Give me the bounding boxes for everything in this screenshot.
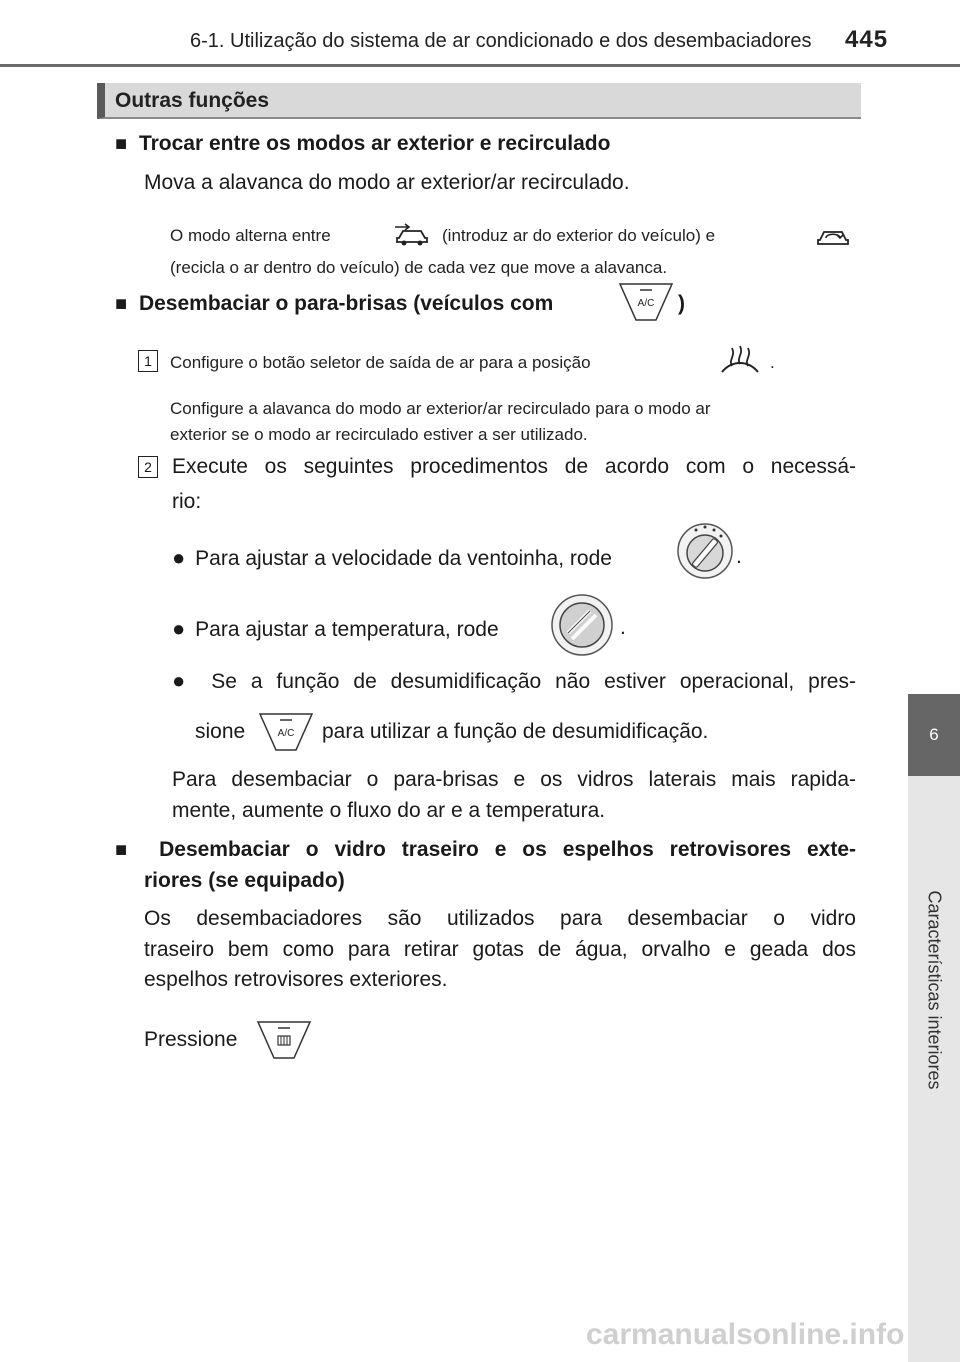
step2-marker: 2 bbox=[138, 456, 158, 478]
block2-heading-close: ) bbox=[678, 292, 685, 315]
header-rule bbox=[0, 64, 960, 67]
block1-note-part1: O modo alterna entre bbox=[170, 226, 331, 245]
svg-text:A/C: A/C bbox=[278, 728, 295, 739]
step1-text: Configure o botão seletor de saída de ar… bbox=[170, 353, 591, 372]
block3-body-line2: traseiro bem como para retirar gotas de … bbox=[144, 938, 856, 961]
ac-button-icon: A/C bbox=[258, 713, 314, 751]
square-bullet-icon: ■ bbox=[115, 293, 128, 315]
page-number: 445 bbox=[845, 26, 889, 53]
step2-text-line2: rio: bbox=[172, 490, 202, 513]
temperature-dial-icon bbox=[551, 594, 613, 656]
square-bullet-icon: ■ bbox=[115, 839, 138, 861]
watermark-text: carmanualsonline.info bbox=[586, 1318, 905, 1351]
block3-heading-line2: riores (se equipado) bbox=[144, 869, 345, 892]
press-label: Pressione bbox=[144, 1028, 238, 1051]
round-bullet-icon: ● bbox=[172, 616, 186, 641]
svg-text:A/C: A/C bbox=[638, 298, 655, 309]
block1-body: Mova a alavanca do modo ar exterior/ar r… bbox=[144, 171, 630, 194]
tip-line2: mente, aumente o fluxo do ar e a tempera… bbox=[172, 799, 606, 822]
ac-button-icon: A/C bbox=[618, 283, 674, 321]
block1-note-part2: (introduz ar do exterior do veículo) e bbox=[442, 226, 716, 245]
bullet2-row: ● Para ajustar a temperatura, rode bbox=[172, 616, 499, 641]
block1-heading: ■ Trocar entre os modos ar exterior e re… bbox=[115, 132, 611, 155]
step1-note-line1: Configure a alavanca do modo ar exterior… bbox=[170, 399, 711, 418]
block3-body-line1: Os desembaciadores são utilizados para d… bbox=[144, 907, 856, 930]
step1-marker: 1 bbox=[138, 350, 158, 372]
outside-air-icon bbox=[395, 223, 428, 246]
bullet1-row: ● Para ajustar a velocidade da ventoinha… bbox=[172, 545, 612, 570]
chapter-tab-name: Características interiores bbox=[924, 890, 945, 1090]
square-bullet-icon: ■ bbox=[115, 133, 128, 155]
bullet3-line1: ● Se a função de desumidificação não est… bbox=[172, 668, 856, 693]
chapter-tab-strip bbox=[908, 776, 960, 1362]
round-bullet-icon: ● bbox=[172, 545, 186, 570]
chapter-tab-number: 6 bbox=[908, 694, 960, 776]
block1-note-line2: (recicla o ar dentro do veículo) de cada… bbox=[170, 258, 668, 277]
section-bar bbox=[97, 83, 861, 119]
bullet2-end: . bbox=[620, 616, 626, 639]
bullet3-line2-part2: para utilizar a função de desumidificaçã… bbox=[322, 720, 709, 743]
recirculate-air-icon bbox=[817, 231, 849, 245]
block3-body-line3: espelhos retrovisores exteriores. bbox=[144, 968, 448, 991]
section-title: Outras funções bbox=[115, 89, 270, 112]
step2-text-line1: Execute os seguintes procedimentos de ac… bbox=[172, 455, 856, 478]
windshield-defrost-icon bbox=[721, 345, 759, 373]
bullet3-line2-part1: sione bbox=[195, 720, 246, 743]
step1-note-line2: exterior se o modo ar recirculado estive… bbox=[170, 425, 588, 444]
bullet1-end: . bbox=[736, 545, 742, 568]
fan-speed-dial-icon bbox=[677, 523, 733, 579]
step1-text-end: . bbox=[770, 353, 775, 372]
running-header-title: 6-1. Utilização do sistema de ar condici… bbox=[190, 30, 812, 52]
block3-heading-line1: ■ Desembaciar o vidro traseiro e os espe… bbox=[115, 838, 856, 861]
round-bullet-icon: ● bbox=[172, 668, 194, 693]
tip-line1: Para desembaciar o para-brisas e os vidr… bbox=[172, 768, 856, 791]
rear-defogger-button-icon bbox=[256, 1021, 312, 1059]
block2-heading: ■ Desembaciar o para-brisas (veículos co… bbox=[115, 292, 554, 315]
